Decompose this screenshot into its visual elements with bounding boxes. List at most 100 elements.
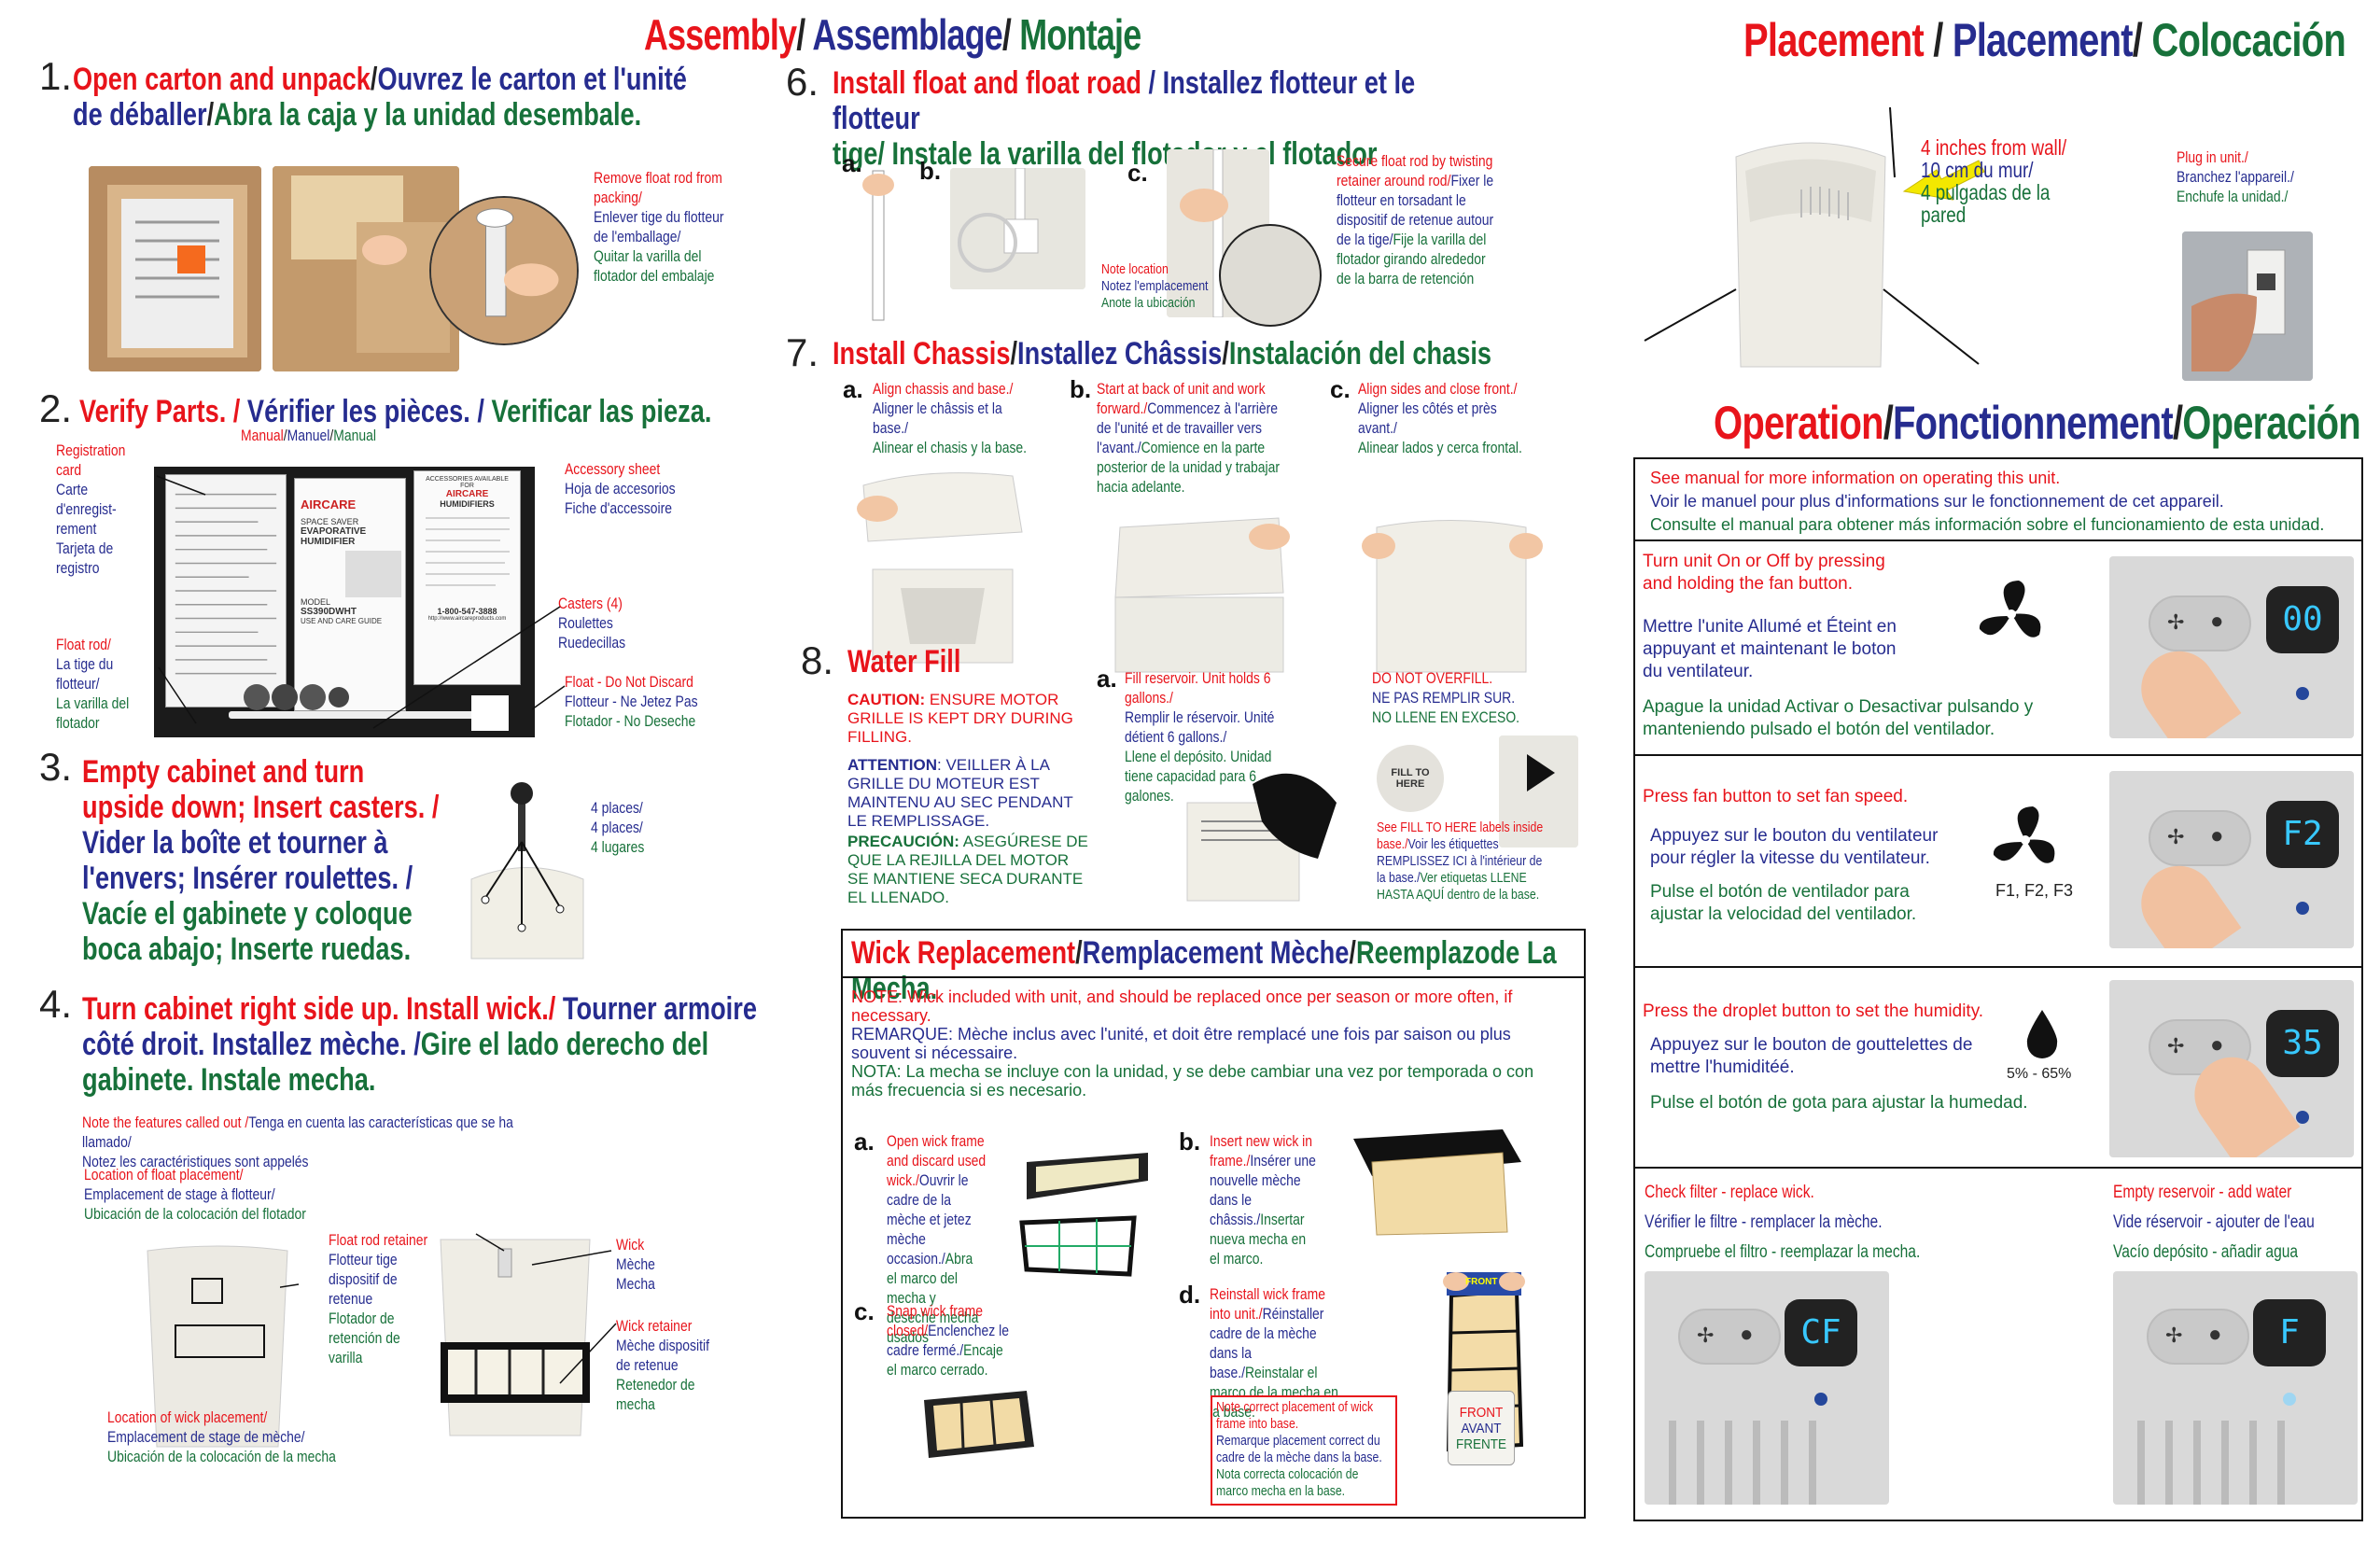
panel-buttons-2[interactable]: ✢● (2149, 810, 2251, 866)
fill-labels-note: See FILL TO HERE labels inside base./Voi… (1377, 820, 1544, 903)
attention-text: ATTENTION: VEILLER À LA GRILLE DU MOTEUR… (847, 756, 1073, 830)
step-4-leader-lines (280, 1233, 617, 1384)
step-1-heading: Open carton and unpack/Ouvrez le carton … (73, 62, 687, 133)
wick-location-label: Location of wick placement/Emplacement d… (107, 1408, 336, 1465)
step-1-note: Remove float rod from packing/Enlever ti… (594, 169, 724, 285)
open-frame-photo (1017, 1143, 1157, 1209)
plug-in-label: Plug in unit./Branchez l'appareil./Enchu… (2177, 148, 2294, 205)
four-places-label: 4 places/4 places/4 lugares (591, 799, 645, 856)
base-top-photo (138, 1241, 297, 1456)
wick-a-label: a. (854, 1128, 875, 1156)
step-3-number: 3. (39, 745, 73, 789)
panel-droplet-icon-4: ● (1740, 1322, 1754, 1347)
panel-buttons-5[interactable]: ✢● (2147, 1309, 2249, 1365)
op-row3-en: Press the droplet button to set the humi… (1643, 1002, 1984, 1021)
panel-buttons-4[interactable]: ✢● (1678, 1309, 1781, 1365)
registration-card (165, 474, 287, 707)
chassis-close-photo (1358, 509, 1545, 677)
float-part (471, 695, 509, 731)
float-rod-zoom-photo (429, 196, 579, 345)
op-row1-es: Apague la unidad Activar o Desactivar pu… (1643, 697, 2034, 739)
unpack-photo (273, 166, 459, 371)
manual-line-4: SS390DWHT (301, 607, 357, 617)
step-7-a-text: Align chassis and base./Aligner le châss… (873, 380, 1028, 456)
op-row1-fr: Mettre l'unite Allumé et Éteint en appuy… (1643, 617, 1897, 681)
chassis-start-photo (1101, 509, 1297, 677)
step-6-b-label: b. (919, 157, 942, 185)
manual-line-1: SPACE SAVER (301, 517, 359, 526)
panel-droplet-icon-5: ● (2208, 1322, 2222, 1347)
parts-photo: AIRCARE SPACE SAVER EVAPORATIVE HUMIDIFI… (154, 467, 535, 737)
op-divider-2 (1633, 754, 2363, 756)
placement-title: Placement / Placement/ Colocación (1743, 14, 2346, 66)
assembly-title: Assembly/ Assemblage/ Montaje (644, 10, 1141, 59)
float-rod-part (229, 711, 509, 719)
fill-label-photo (1499, 735, 1578, 848)
carton-photo (89, 166, 261, 371)
manual-line-5: USE AND CARE GUIDE (301, 617, 383, 625)
wick-header-divider (841, 976, 1586, 978)
panel-fan-icon-5: ✢ (2165, 1324, 2183, 1347)
float-base-photo (950, 168, 1085, 289)
float-rod-label: Float rod/La tige du flotteur/La varilla… (56, 636, 130, 732)
panel-led-2 (2296, 902, 2309, 915)
step-8-heading: Water Fill (847, 644, 961, 679)
op-divider-1 (1633, 539, 2363, 541)
wick-notes: NOTE: Wick included with unit, and shoul… (851, 988, 1534, 1100)
panel-fan-icon: ✢ (2167, 610, 2185, 634)
panel-droplet-icon-3: ● (2210, 1032, 2224, 1058)
op-divider-3 (1633, 966, 2363, 968)
control-panel-3: ✢● 35 (2109, 980, 2354, 1157)
wick-frame-note-box: Note correct placement of wick frame int… (1211, 1395, 1397, 1506)
control-panel-1: ✢● 00 (2109, 556, 2354, 738)
step-8-a-label: a. (1097, 665, 1117, 693)
panel-display-2: F2 (2266, 801, 2339, 868)
wick-b-label: b. (1179, 1128, 1201, 1156)
panel-fan-icon-2: ✢ (2167, 825, 2185, 848)
op-row3-es: Pulse el botón de gota para ajustar la h… (1650, 1093, 2028, 1113)
front-tag: FRONT (1465, 1277, 1498, 1287)
acc-web: http://www.aircareproducts.com (427, 616, 507, 622)
step-4-heading: Turn cabinet right side up. Install wick… (82, 991, 757, 1098)
droplet-icon (2026, 1010, 2058, 1058)
fan-speeds-label: F1, F2, F3 (1995, 881, 2074, 900)
plug-photo (2182, 231, 2313, 381)
step-1-number: 1. (39, 54, 73, 98)
float-rod-photo (859, 166, 901, 325)
manual-line-2: EVAPORATIVE HUMIDIFIER (301, 526, 367, 547)
control-panel-filter: ✢● CF (1645, 1271, 1889, 1505)
panel-led-3 (2296, 1111, 2309, 1124)
chassis-align-photo (845, 457, 1041, 672)
caution-text: CAUTION: ENSURE MOTOR GRILLE IS KEPT DRY… (847, 691, 1073, 746)
step-4-number: 4. (39, 982, 73, 1026)
operation-box (1633, 457, 2363, 1521)
step-6-c-label: c. (1127, 159, 1148, 187)
acc-lines (425, 517, 510, 586)
panel-buttons-1[interactable]: ✢● (2149, 595, 2251, 651)
fan-speed-icon (1993, 806, 2055, 863)
panel-fan-icon-3: ✢ (2167, 1034, 2185, 1058)
control-panel-empty: ✢● F (2113, 1271, 2358, 1505)
wall-distance-label: 4 inches from wall/10 cm du mur/4 pulgad… (1921, 135, 2067, 227)
step-6-a-label: a. (842, 149, 862, 177)
precaucion-text: PRECAUCIÓN: ASEGÚRESE DE QUE LA REJILLA … (847, 833, 1088, 906)
float-location-label: Location of float placement/Emplacement … (84, 1166, 306, 1223)
manual-brand: AIRCARE (301, 497, 357, 511)
panel-led-5 (2283, 1393, 2296, 1406)
acc-head-3: HUMIDIFIERS (440, 499, 495, 509)
placement-guide-lines (1644, 106, 1985, 365)
base-wick-photo (431, 1230, 599, 1445)
wick-d-label: d. (1179, 1281, 1201, 1309)
step-4-note: Note the features called out /Tenga en c… (82, 1114, 513, 1170)
step-7-b-label: b. (1070, 375, 1092, 403)
water-fill-photo (1178, 747, 1346, 905)
step-7-c-text: Align sides and close front./Aligner les… (1358, 380, 1522, 456)
operation-title: Operation/Fonctionnement/Operación (1714, 397, 2361, 449)
panel-grille-5 (2137, 1421, 2285, 1505)
